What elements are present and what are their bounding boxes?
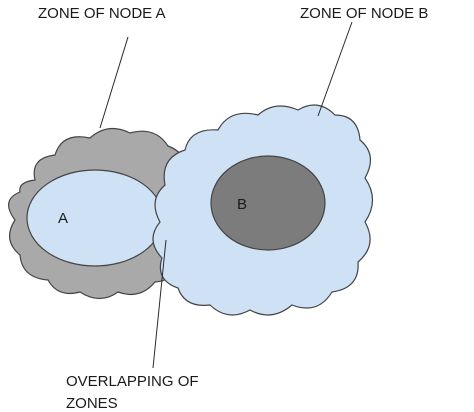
node-b-label: B <box>237 196 247 213</box>
node-a-label: A <box>58 210 68 227</box>
node-b-ellipse <box>210 155 326 251</box>
zone-a-caption: ZONE OF NODE A <box>38 5 166 22</box>
zone-a-leader-line <box>99 36 129 129</box>
zone-b-leader-line <box>317 21 353 117</box>
zone-b-caption: ZONE OF NODE B <box>300 5 428 22</box>
overlap-leader-line <box>152 239 167 369</box>
overlap-caption-line-2: ZONES <box>66 395 118 412</box>
node-a-ellipse <box>26 169 164 267</box>
overlap-caption-line-1: OVERLAPPING OF <box>66 373 199 390</box>
